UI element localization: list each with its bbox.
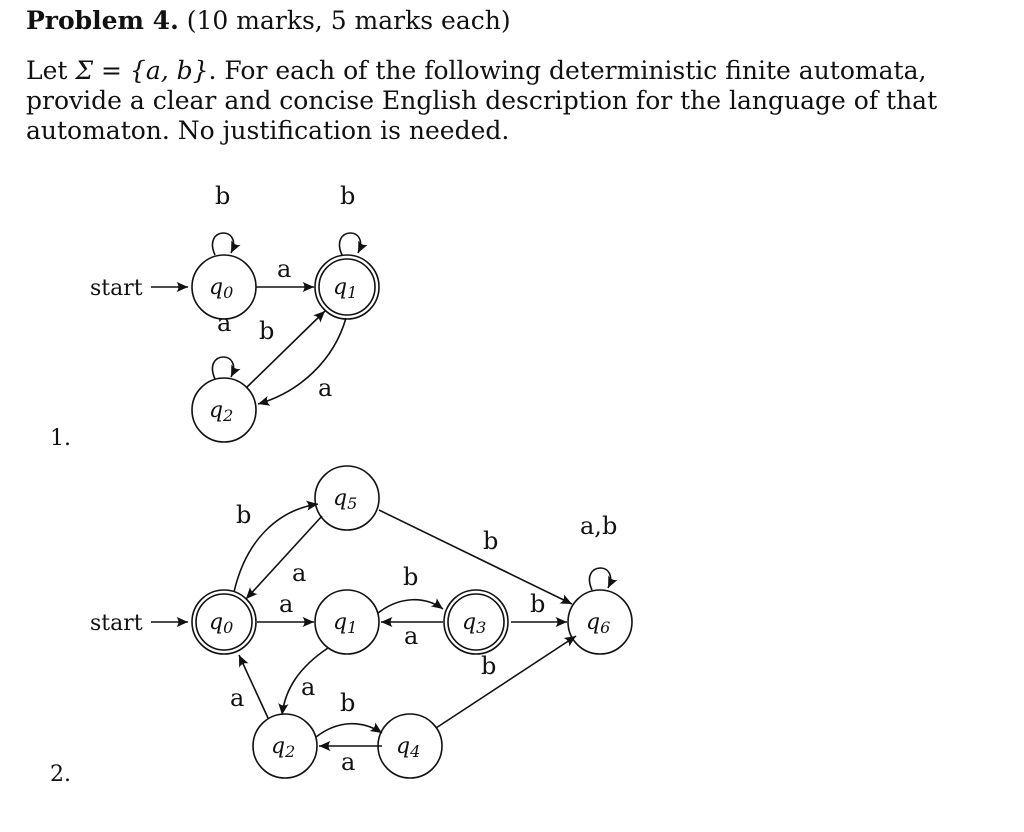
dfa2-state-q4-label: q4 (396, 734, 420, 761)
dfa2-diagram (151, 465, 633, 779)
dfa2-state-q3-label: q3 (462, 610, 486, 637)
dfa2-edge-q1-q2 (278, 647, 329, 716)
dfa2-label-q2-q4: b (340, 689, 355, 717)
dfa1-state-q2 (191, 377, 257, 443)
dfa2-state-q2 (252, 713, 318, 779)
problem-title: Problem 4. (26, 6, 179, 35)
dfa1-label-q2-q1: b (259, 317, 274, 345)
dfa1-edge-q2-q1 (245, 310, 326, 389)
dfa2-state-q1-label: q1 (333, 610, 357, 637)
dfa2-state-q1 (314, 589, 380, 655)
dfa2-state-q3 (443, 589, 509, 655)
dfa1-loop-q1 (338, 232, 368, 256)
dfa2-edge-q5-q6 (378, 509, 573, 605)
intro-text: . For each of the following deterministi… (26, 56, 938, 145)
dfa2-state-q6 (567, 589, 633, 655)
dfa2-label-q5-q6: b (483, 527, 498, 555)
dfa2-label-q0-q1: a (279, 590, 293, 618)
dfa2-labels: start q0 q1 q2 q3 q4 q5 q6 b a a b a b b… (90, 486, 617, 776)
dfa2-label-q5-q0: a (292, 559, 306, 587)
dfa1-label-q1-loop: b (340, 182, 355, 210)
problem-heading: Problem 4. (10 marks, 5 marks each) (26, 4, 511, 38)
dfa2-loop-q6 (588, 567, 618, 591)
dfa2-state-q5-label: q5 (333, 486, 357, 513)
dfa1-state-q0 (191, 254, 257, 320)
dfa1-label-q0-loop: b (215, 182, 230, 210)
dfa1-start-label: start (90, 276, 143, 301)
dfa2-label-q4-q2: a (341, 748, 355, 776)
dfa2-state-q4 (377, 713, 443, 779)
dfa2-label-q3-q6: b (530, 590, 545, 618)
problem-marks: (10 marks, 5 marks each) (186, 6, 511, 35)
dfa2-edge-q2-q4 (315, 722, 383, 738)
dfa2-state-q3-accept-ring (447, 593, 505, 651)
dfa1-label-q2-loop: a (217, 309, 231, 337)
dfa1-state-q1 (314, 254, 380, 320)
dfa2-edge-q4-q6 (435, 635, 577, 729)
sigma-definition: Σ = {a, b} (75, 56, 209, 85)
dfa1-label-q0-q1: a (277, 255, 291, 283)
dfa1-label-q1-q2: a (318, 374, 332, 402)
dfa2-edge-q1-q3 (377, 598, 444, 614)
dfa1-state-q1-label: q1 (333, 275, 357, 302)
dfa2-label-q2-q0: a (230, 684, 244, 712)
dfa2-state-q2-label: q2 (271, 734, 295, 761)
dfa2-state-q0 (191, 589, 257, 655)
dfa2-label-q1-q2: a (301, 673, 315, 701)
dfa2-state-q6-label: q6 (586, 610, 610, 637)
dfa2-label-q3-q1: a (404, 622, 418, 650)
dfa2-label-q6-loop: a,b (580, 512, 617, 540)
dfa2-start-label: start (90, 611, 143, 636)
dfa1-loop-q0 (211, 232, 241, 256)
item-number-2: 2. (50, 762, 71, 787)
problem-intro: Let Σ = {a, b}. For each of the followin… (26, 56, 1001, 146)
dfa1-diagram (151, 232, 380, 443)
dfa1-state-q0-label: q0 (209, 275, 233, 302)
dfa2-edge-q5-q0 (245, 515, 323, 600)
dfa2-state-q0-label: q0 (209, 610, 233, 637)
dfa2-label-q1-q3: b (403, 563, 418, 591)
dfa2-label-q0-q5: b (236, 501, 251, 529)
dfa2-state-q0-accept-ring (195, 593, 253, 651)
dfa2-label-q3-loop: b (481, 652, 496, 680)
dfa2-state-q5 (314, 465, 380, 531)
dfa2-edge-q0-q5 (233, 500, 319, 593)
dfa1-loop-q2 (211, 356, 241, 380)
dfa1-edge-q1-q2 (257, 317, 347, 406)
dfa1-labels: start q0 q1 q2 b b a a b a (90, 182, 357, 425)
item-number-1: 1. (50, 426, 71, 451)
intro-prefix: Let (26, 56, 76, 85)
dfa1-state-q1-accept-ring (318, 258, 376, 316)
dfa1-state-q2-label: q2 (209, 398, 233, 425)
dfa2-edge-q2-q0 (238, 654, 269, 719)
